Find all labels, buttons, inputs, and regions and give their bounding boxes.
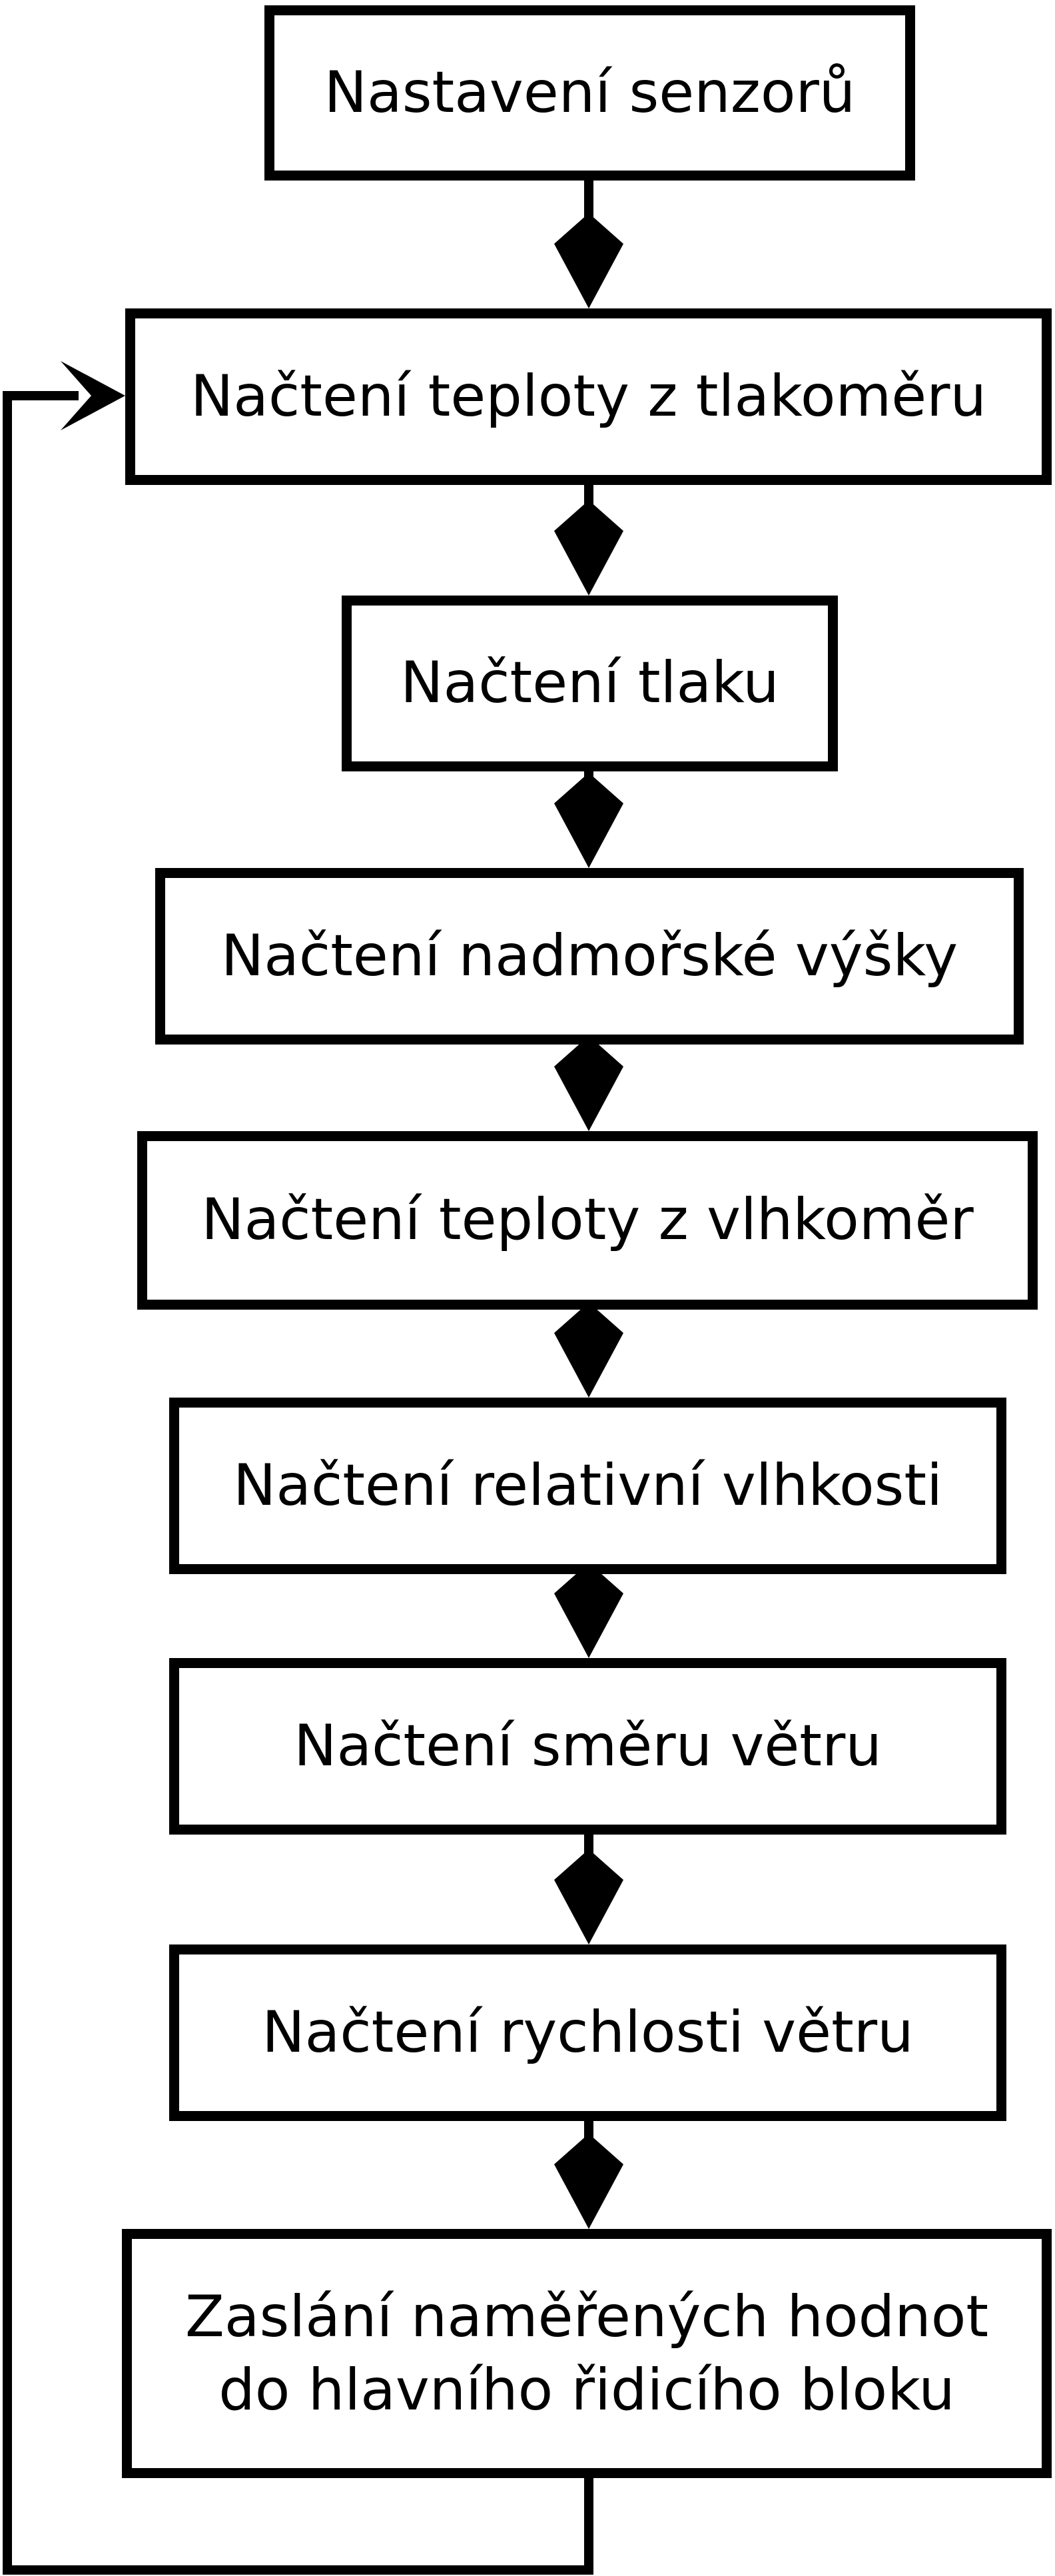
step-read-wind-speed: Načtení rychlosti větru — [169, 1944, 1006, 2121]
connector-8-9-arrowhead — [554, 2134, 623, 2229]
step-read-relative-humidity: Načtení relativní vlhkosti — [169, 1398, 1006, 1574]
step-read-altitude: Načtení nadmořské výšky — [155, 868, 1024, 1045]
connector-1-2-arrowhead — [554, 213, 623, 308]
step-read-barometer-temperature: Načtení teploty z tlakoměru — [125, 308, 1052, 485]
step-sensor-setup-label: Nastavení senzorů — [324, 59, 856, 126]
step-read-wind-direction-label: Načtení směru větru — [294, 1712, 882, 1779]
step-send-measurements: Zaslání naměřených hodnot do hlavního ři… — [122, 2229, 1052, 2478]
step-read-hygrometer-temperature: Načtení teploty z vlhkoměr — [137, 1131, 1038, 1310]
step-read-wind-speed-label: Načtení rychlosti větru — [262, 1998, 914, 2066]
connector-7-8-arrowhead — [554, 1849, 623, 1944]
step-sensor-setup: Nastavení senzorů — [264, 5, 915, 181]
step-send-measurements-label-line-2: do hlavního řidicího bloku — [218, 2357, 955, 2423]
step-send-measurements-text: Zaslání naměřených hodnot do hlavního ři… — [185, 2280, 988, 2427]
step-read-pressure-label: Načtení tlaku — [400, 649, 779, 717]
step-read-pressure: Načtení tlaku — [342, 596, 838, 771]
step-read-relative-humidity-label: Načtení relativní vlhkosti — [233, 1452, 942, 1519]
connector-3-4-arrowhead — [554, 773, 623, 868]
connector-4-5-arrowhead — [554, 1036, 623, 1131]
step-read-altitude-label: Načtení nadmořské výšky — [220, 922, 958, 989]
loop-back-arrowhead — [61, 361, 125, 430]
step-read-barometer-temperature-label: Načtení teploty z tlakoměru — [190, 362, 987, 430]
connector-6-7-arrowhead — [554, 1563, 623, 1658]
connector-5-6-arrowhead — [554, 1302, 623, 1398]
step-read-hygrometer-temperature-label: Načtení teploty z vlhkoměr — [201, 1186, 974, 1254]
step-send-measurements-label-line-1: Zaslání naměřených hodnot — [184, 2283, 989, 2350]
step-read-wind-direction: Načtení směru větru — [169, 1658, 1006, 1835]
connector-2-3-arrowhead — [554, 500, 623, 596]
loop-back-line — [3, 391, 593, 2575]
